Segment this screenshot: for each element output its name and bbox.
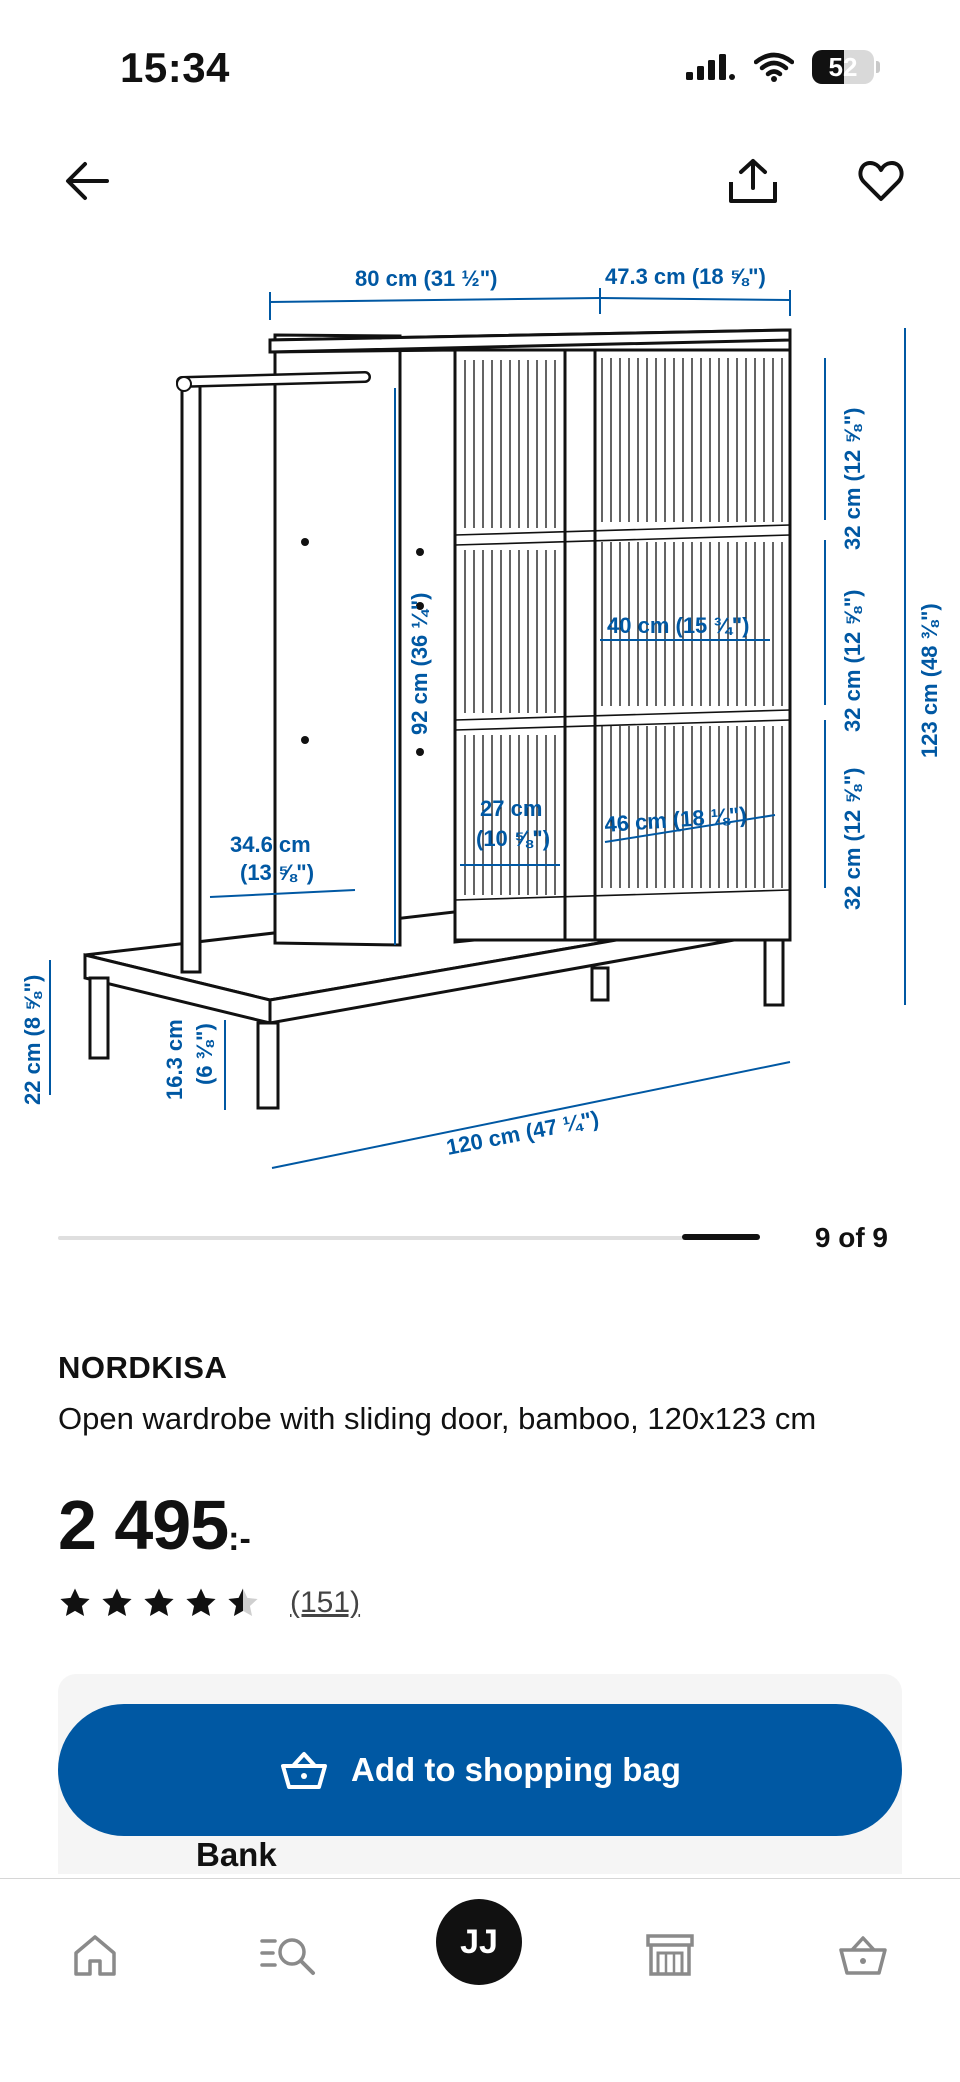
- dim-label-height-22: 22 cm (8 ⅝"): [20, 975, 45, 1105]
- dim-label-shelf-32-bottom: 32 cm (12 ⅝"): [840, 767, 865, 910]
- dim-label-shelf-32-top: 32 cm (12 ⅝"): [840, 407, 865, 550]
- bottom-nav: JJ: [0, 1878, 960, 2082]
- nav-search[interactable]: [248, 1915, 328, 1995]
- basket-icon: [281, 1752, 328, 1789]
- home-icon: [74, 1935, 116, 1976]
- star-half-icon: [228, 1588, 258, 1617]
- product-image[interactable]: 80 cm (31 ½") 47.3 cm (18 ⅝") 92 cm (36 …: [0, 240, 960, 1180]
- product-price: 2 495 :-: [58, 1490, 251, 1560]
- back-button[interactable]: [52, 146, 122, 216]
- signal-icon: [686, 54, 735, 80]
- wardrobe-dimension-drawing: 80 cm (31 ½") 47.3 cm (18 ⅝") 92 cm (36 …: [20, 264, 942, 1169]
- pager-track: [58, 1236, 760, 1240]
- rating[interactable]: (151): [58, 1586, 360, 1620]
- dim-label-depth-473: 47.3 cm (18 ⅝"): [605, 264, 766, 289]
- purchase-panel: Add to shopping bag Bank: [58, 1674, 902, 1874]
- status-time: 15:34: [120, 44, 230, 91]
- dim-label-width-27-inch: (10 ⅝"): [476, 826, 550, 851]
- dim-label-shelf-32-mid: 32 cm (12 ⅝"): [840, 589, 865, 732]
- wifi-icon: [754, 52, 794, 82]
- product-description: Open wardrobe with sliding door, bamboo,…: [58, 1401, 817, 1436]
- dim-label-width-40: 40 cm (15 ¾"): [607, 613, 750, 638]
- add-to-bag-label: Add to shopping bag: [351, 1751, 681, 1788]
- pager-thumb: [682, 1234, 760, 1240]
- star-full-icon: [102, 1588, 132, 1617]
- battery-icon: 52: [812, 50, 880, 84]
- battery-level: 52: [828, 51, 858, 82]
- dim-label-width-80: 80 cm (31 ½"): [355, 266, 498, 291]
- add-to-bag-button[interactable]: Add to shopping bag: [58, 1704, 902, 1836]
- status-bar: 15:34 52: [0, 0, 960, 140]
- dim-label-width-120: 120 cm (47 ¼"): [444, 1106, 601, 1160]
- share-button[interactable]: [718, 146, 788, 216]
- dim-label-width-27: 27 cm: [480, 796, 542, 821]
- nav-basket[interactable]: [823, 1915, 903, 1995]
- nav-home[interactable]: [55, 1915, 135, 1995]
- star-full-icon: [144, 1588, 174, 1617]
- star-full-icon: [60, 1588, 90, 1617]
- dim-label-depth-346-inch: (13 ⅝"): [240, 860, 314, 885]
- share-icon: [729, 159, 777, 203]
- dim-label-leg-163: 16.3 cm: [162, 1019, 187, 1100]
- dim-label-height-92: 92 cm (36 ¼"): [407, 592, 432, 735]
- top-nav: [0, 140, 960, 230]
- price-value: 2 495: [58, 1486, 229, 1564]
- pager-count: 9 of 9: [814, 1222, 888, 1253]
- review-count-link[interactable]: (151): [290, 1586, 361, 1619]
- price-suffix: :-: [228, 1520, 251, 1558]
- heart-icon: [858, 161, 904, 201]
- basket-icon: [839, 1936, 887, 1975]
- store-icon: [646, 1934, 694, 1976]
- back-arrow-icon: [66, 162, 109, 200]
- dim-label-leg-163-inch: (6 ⅜"): [192, 1023, 217, 1085]
- image-pager[interactable]: 9 of 9: [58, 1222, 888, 1262]
- nav-stores[interactable]: [630, 1915, 710, 1995]
- favourite-button[interactable]: [846, 146, 916, 216]
- star-full-icon: [186, 1588, 216, 1617]
- dim-label-height-123: 123 cm (48 ⅜"): [917, 603, 942, 758]
- bank-label: Bank: [196, 1836, 277, 1873]
- profile-avatar[interactable]: JJ: [436, 1899, 522, 1985]
- status-icons: 52: [684, 50, 880, 84]
- product-name: NORDKISA: [58, 1350, 228, 1385]
- search-list-icon: [260, 1938, 315, 1975]
- dim-label-depth-346: 34.6 cm: [230, 832, 311, 857]
